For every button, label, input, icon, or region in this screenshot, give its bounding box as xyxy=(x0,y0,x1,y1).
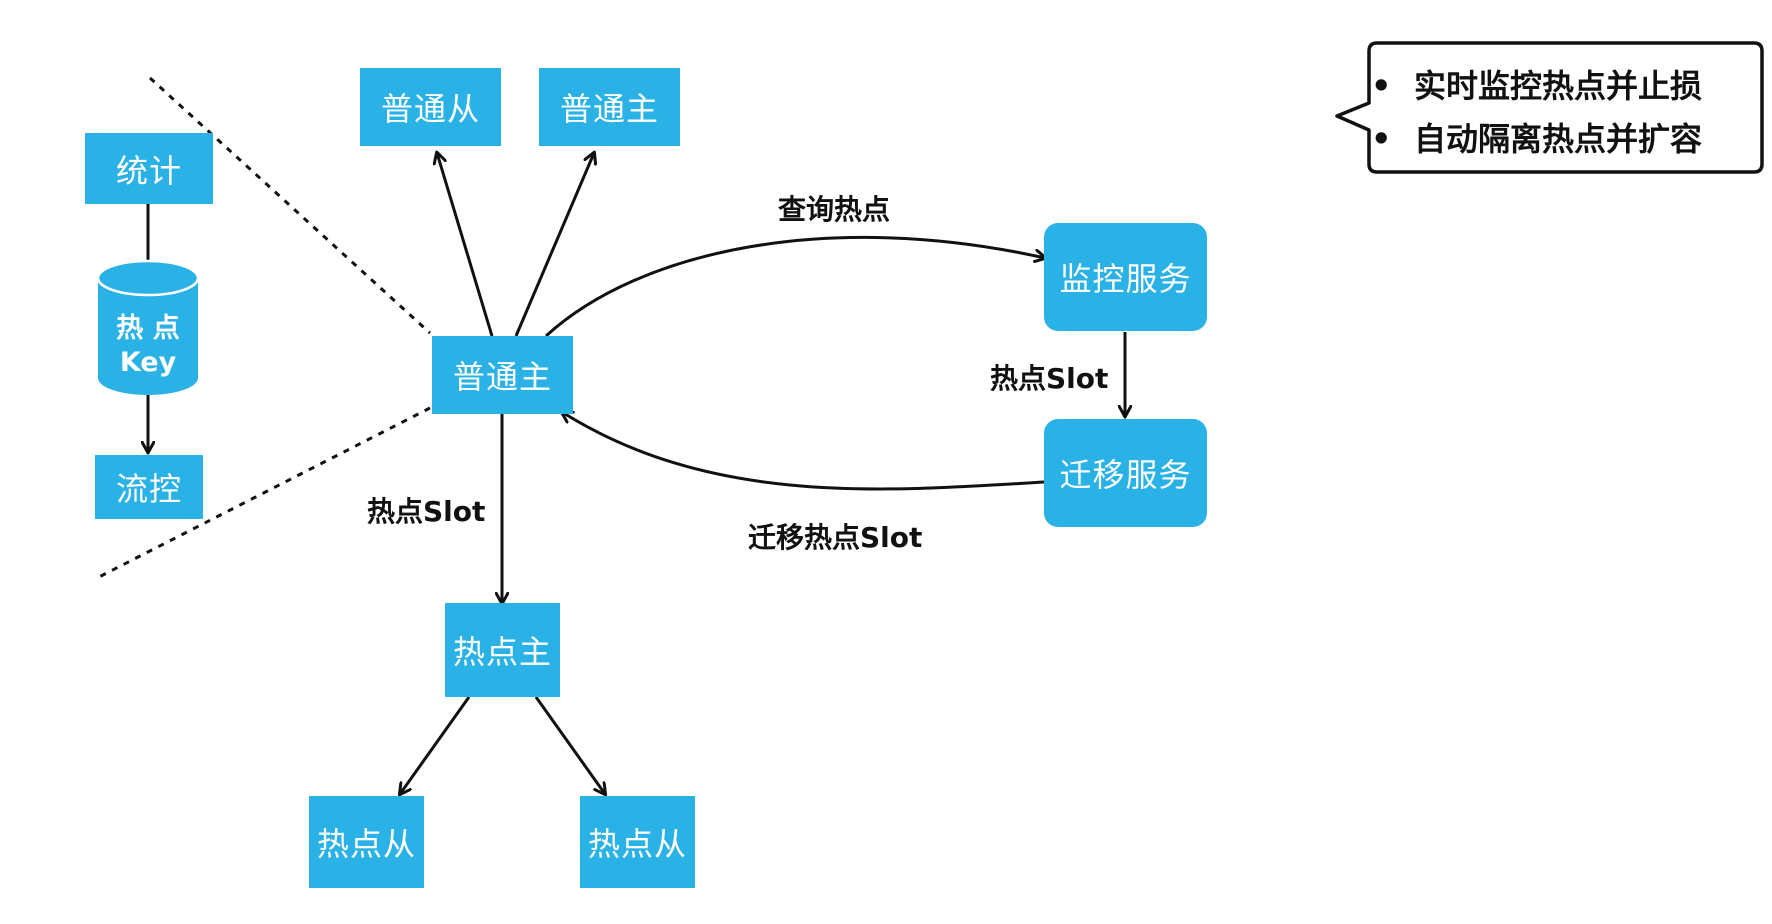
hotkey-label-top: 热 点 xyxy=(116,313,180,344)
divider-line-lower xyxy=(96,406,431,580)
arrow-master-to-normal-master xyxy=(514,153,594,337)
hot-slot-down-label: 热点Slot xyxy=(367,495,486,528)
normal-slave-node: 普通从 xyxy=(360,68,501,146)
callout-list: 实时监控热点并止损 自动隔离热点并扩容 xyxy=(1369,60,1702,166)
hot-slave-left-node: 热点从 xyxy=(309,796,424,888)
hot-slave-right-node: 热点从 xyxy=(580,796,695,888)
callout-item: 自动隔离热点并扩容 xyxy=(1369,113,1702,166)
query-hot-label: 查询热点 xyxy=(778,193,891,226)
hot-slot-right-label: 热点Slot xyxy=(990,362,1109,395)
callout-item: 实时监控热点并止损 xyxy=(1369,60,1702,113)
divider-line-upper xyxy=(148,76,432,335)
normal-master-top-node: 普通主 xyxy=(539,68,680,146)
flow-control-node: 流控 xyxy=(95,455,203,519)
hot-master-node: 热点主 xyxy=(445,603,560,697)
arrow-migrate-to-master xyxy=(562,412,1045,491)
stat-node: 统计 xyxy=(85,133,213,204)
arrow-master-to-normal-slave xyxy=(437,153,494,337)
migrate-hot-slot-label: 迁移热点Slot xyxy=(748,521,923,554)
arrow-hot-master-to-slave-right xyxy=(534,696,605,794)
arrow-hot-master-to-slave-left xyxy=(400,696,471,794)
hotkey-cylinder xyxy=(96,259,200,395)
migrate-service-node: 迁移服务 xyxy=(1044,419,1207,527)
monitor-service-node: 监控服务 xyxy=(1044,223,1207,331)
hotkey-label-bottom: Key xyxy=(119,347,177,378)
normal-master-node: 普通主 xyxy=(432,336,573,414)
arrow-query-hot xyxy=(544,235,1045,338)
